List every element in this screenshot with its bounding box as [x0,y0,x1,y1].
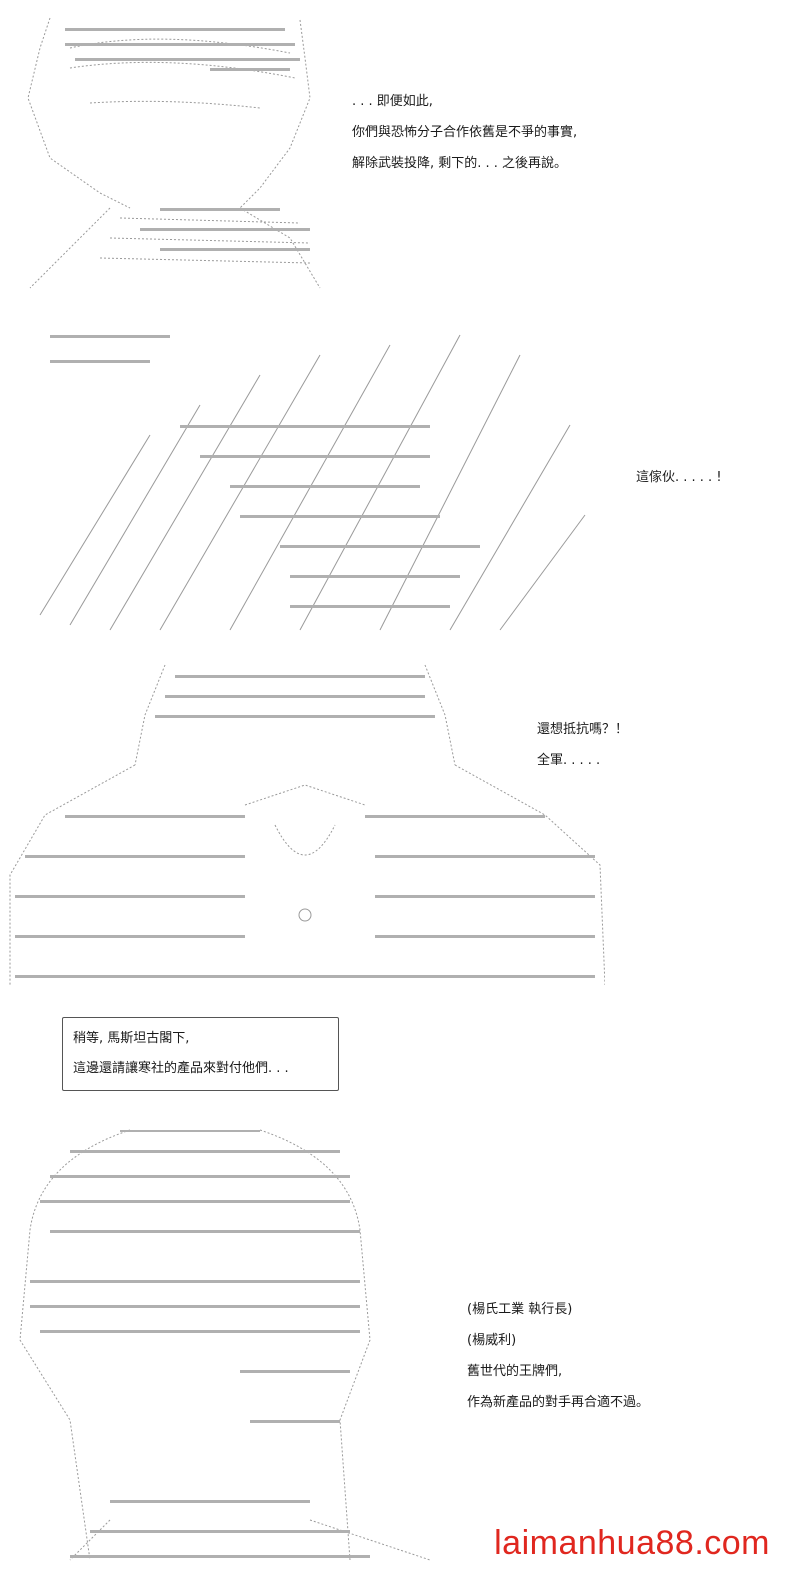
ascii-art-drawing-1 [27,17,321,289]
box-line: 稍等, 馬斯坦古閣下, [73,1031,190,1046]
dialog-line: 全軍. . . . . [537,753,601,768]
ascii-art-drawing-4 [19,1129,431,1561]
dialog-line: 作為新產品的對手再合適不過。 [467,1395,650,1410]
ascii-art-character-3 [5,655,605,990]
dialog-line: . . . 即便如此, [352,94,433,109]
dialog-line: 舊世代的王牌們, [467,1364,563,1379]
ascii-art-drawing-2 [39,334,586,631]
ascii-art-character-4 [10,1120,440,1565]
panel-4-monologue: (楊氏工業 執行長) (楊威利) 舊世代的王牌們, 作為新產品的對手再合適不過。 [467,1294,649,1418]
ascii-art-character-1 [10,8,330,293]
dialog-line: 這傢伙. . . . . ! [636,470,722,485]
dialog-line: 你們與恐怖分子合作依舊是不爭的事實, [352,125,578,140]
dialog-line: (楊氏工業 執行長) [467,1302,573,1317]
speech-box: 稍等, 馬斯坦古閣下, 這邊還請讓寒社的產品來對付他們. . . [62,1017,339,1091]
ascii-art-drawing-3 [9,664,605,986]
panel-4: 稍等, 馬斯坦古閣下, 這邊還請讓寒社的產品來對付他們. . . [0,1012,800,1587]
panel-3-dialog: 還想抵抗嗎？！ 全軍. . . . . [537,714,628,776]
dialog-line: 解除武裝投降, 剩下的. . . 之後再說。 [352,156,568,171]
dialog-line: (楊威利) [467,1333,517,1348]
watermark-text: laimanhua88.com [494,1524,770,1562]
panel-2-dialog: 這傢伙. . . . . ! [636,462,722,493]
panel-3: 還想抵抗嗎？！ 全軍. . . . . [0,650,800,995]
ascii-art-action-scene [30,315,590,635]
dialog-line: 還想抵抗嗎？！ [537,722,629,737]
box-line: 這邊還請讓寒社的產品來對付他們. . . [73,1061,289,1076]
panel-1-dialog: . . . 即便如此, 你們與恐怖分子合作依舊是不爭的事實, 解除武裝投降, 剩… [352,86,577,179]
panel-1: . . . 即便如此, 你們與恐怖分子合作依舊是不爭的事實, 解除武裝投降, 剩… [0,0,800,300]
panel-2: 這傢伙. . . . . ! [0,310,800,640]
